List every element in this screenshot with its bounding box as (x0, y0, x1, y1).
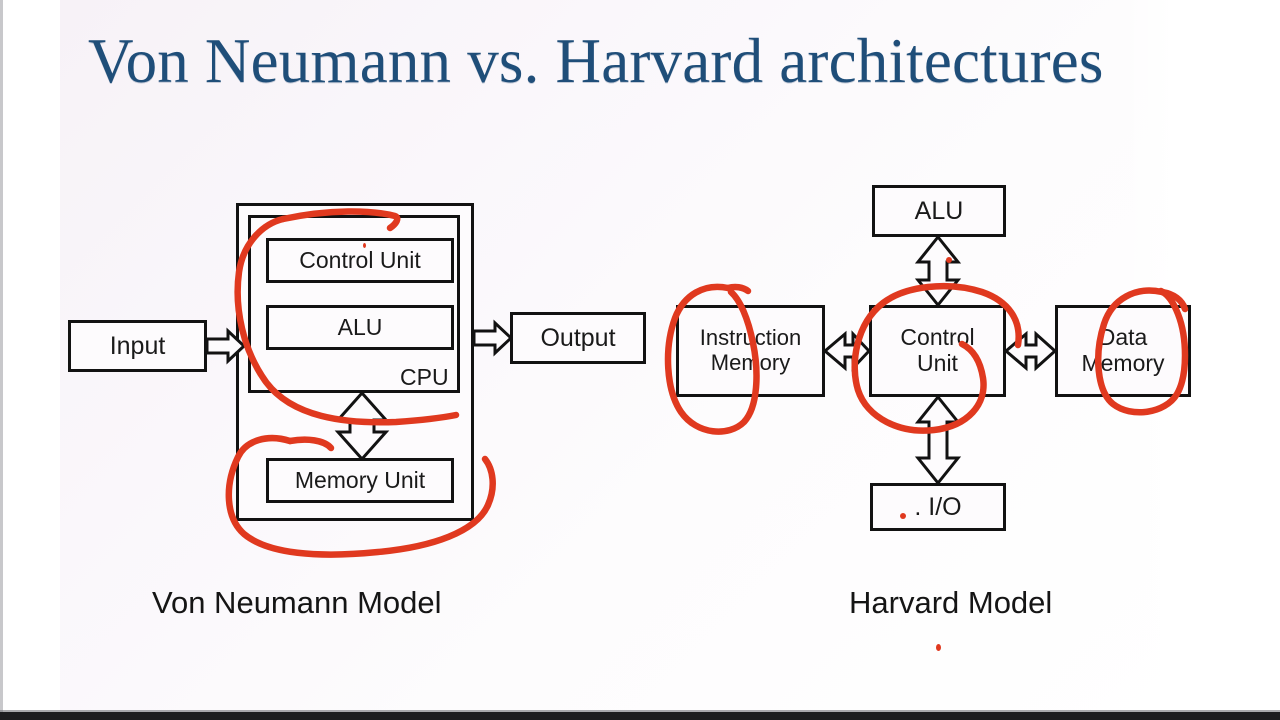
harvard-caption: Harvard Model (849, 585, 1053, 620)
hv-alu-box[interactable]: ALU (872, 185, 1006, 237)
vn-output-box[interactable]: Output (510, 312, 646, 364)
hv-data-memory-label: Data Memory (1081, 324, 1165, 377)
ink-dot-hv-alu (946, 257, 952, 263)
vn-control-unit-label: Control Unit (299, 246, 421, 273)
hv-instruction-memory-box[interactable]: Instruction Memory (676, 305, 825, 397)
page-title: Von Neumann vs. Harvard architectures (88, 26, 1104, 96)
video-left-edge (0, 0, 3, 720)
hv-data-memory-line1: Data (1098, 324, 1148, 351)
hv-io-label: . I/O (914, 493, 962, 521)
hv-control-unit-line1: Control (900, 324, 975, 351)
hv-instruction-memory-line2: Memory (710, 350, 791, 375)
hv-control-unit-label: Control Unit (900, 324, 975, 377)
hv-control-unit-box[interactable]: Control Unit (869, 305, 1006, 397)
hv-control-unit-line2: Unit (917, 350, 958, 376)
hv-data-memory-line2: Memory (1081, 350, 1165, 376)
hv-alu-label: ALU (914, 197, 964, 225)
hv-instruction-memory-label: Instruction Memory (700, 326, 802, 375)
vn-memory-unit-label: Memory Unit (294, 466, 426, 493)
ink-dot-hv-caption (936, 644, 941, 651)
vn-alu-label: ALU (337, 313, 383, 340)
vn-memory-unit-box[interactable]: Memory Unit (266, 458, 454, 503)
vn-alu-box[interactable]: ALU (266, 305, 454, 350)
video-bottom-bar (0, 712, 1280, 720)
vn-input-label: Input (109, 332, 166, 360)
hv-instruction-memory-line1: Instruction (699, 325, 802, 351)
hv-io-box[interactable]: . I/O (870, 483, 1006, 531)
vn-input-box[interactable]: Input (68, 320, 207, 372)
von-neumann-caption: Von Neumann Model (152, 585, 442, 620)
vn-control-unit-box[interactable]: Control Unit (266, 238, 454, 283)
vn-cpu-label: CPU (400, 364, 449, 390)
vn-output-label: Output (540, 324, 616, 352)
hv-data-memory-box[interactable]: Data Memory (1055, 305, 1191, 397)
ink-dot-vn-control (363, 243, 366, 248)
video-bottom-soft-edge (0, 710, 1280, 712)
ink-dot-hv-io (900, 513, 906, 519)
